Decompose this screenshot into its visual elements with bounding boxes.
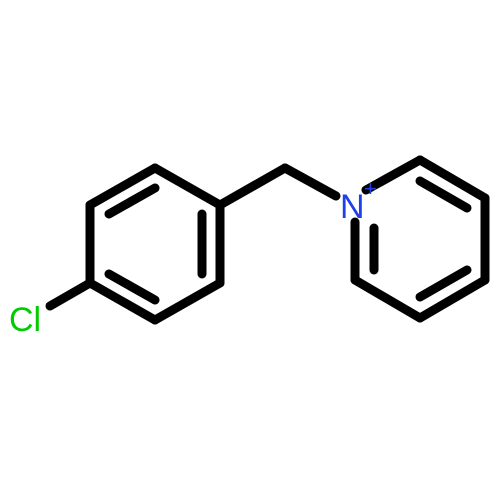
bond — [361, 155, 425, 195]
double-bond-inner — [104, 183, 160, 219]
bond — [150, 163, 225, 210]
chlorophenyl-ring — [85, 163, 225, 325]
nitrogen-charge-label: + — [364, 176, 377, 201]
chlorine-label: Cl — [9, 301, 41, 339]
double-bond-inner — [104, 269, 160, 305]
bond — [415, 275, 490, 323]
bond-c-cl — [45, 278, 95, 311]
nitrogen-label: N — [340, 188, 365, 226]
bond — [150, 278, 225, 325]
bond-ring-ch2 — [215, 163, 290, 210]
bond — [85, 163, 160, 210]
pyridinium-ring — [350, 155, 490, 323]
bond — [415, 155, 490, 203]
double-bond-inner — [415, 176, 472, 213]
bond — [85, 278, 160, 325]
bond-ch2-n — [280, 163, 341, 201]
double-bond-inner — [415, 265, 472, 302]
bond — [350, 275, 425, 323]
